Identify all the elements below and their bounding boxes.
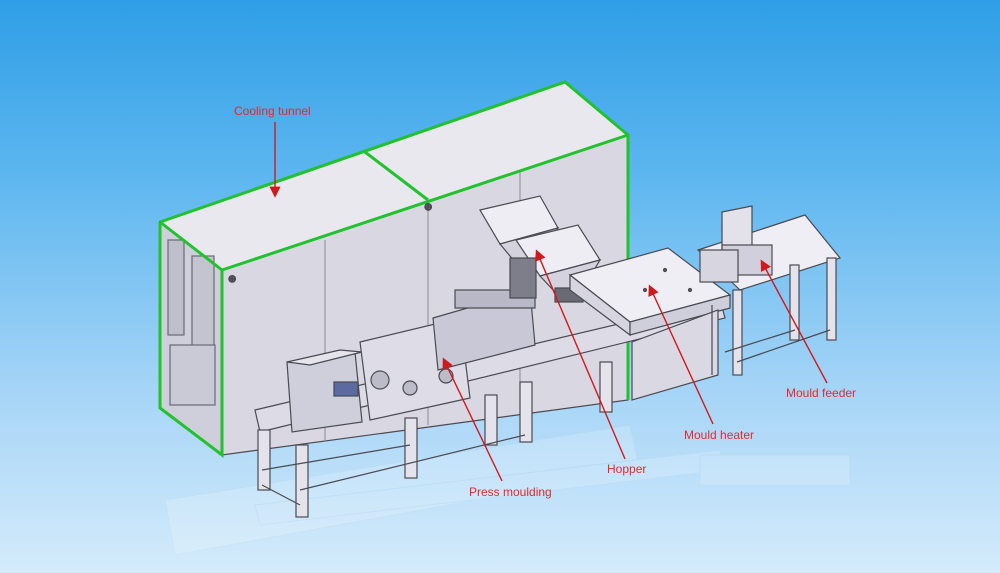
callout-arrows: [269, 122, 828, 482]
svg-text:⊕: ⊕: [424, 202, 432, 213]
arrow-hopper: [535, 249, 626, 460]
arrow-mould-feeder: [760, 259, 828, 384]
mould-feeder: [696, 205, 842, 376]
label-press-moulding: Press moulding: [469, 485, 552, 499]
label-mould-heater: Mould heater: [684, 428, 755, 442]
hopper: [479, 195, 602, 303]
arrow-press-moulding: [442, 357, 503, 482]
label-hopper: Hopper: [607, 462, 647, 476]
svg-text:⊕: ⊕: [228, 274, 236, 285]
press-moulding-unit: [286, 289, 536, 433]
floor-reflection: [164, 424, 851, 556]
arrow-mould-heater: [648, 284, 714, 425]
label-cooling-tunnel: Cooling tunnel: [234, 104, 311, 118]
label-mould-feeder: Mould feeder: [786, 386, 857, 400]
